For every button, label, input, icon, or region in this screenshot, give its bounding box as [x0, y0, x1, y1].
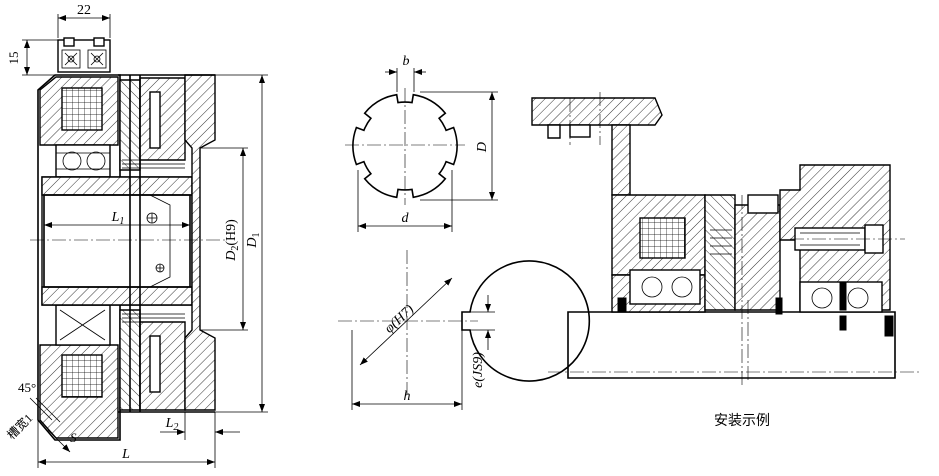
- coil-lower: [61, 354, 103, 398]
- dim-15-label: 15: [6, 52, 21, 65]
- dim-22-label: 22: [77, 3, 91, 18]
- hub-upper-wall: [41, 176, 193, 196]
- clutch-section-view: [30, 37, 225, 441]
- dim-L2-label: L2: [165, 416, 179, 433]
- bore-phi-label: φ(H7): [382, 302, 417, 337]
- install-coil: [639, 217, 686, 259]
- spline-profile: [352, 93, 458, 199]
- coil-upper: [61, 87, 103, 131]
- keyway-e-label: e(JS9): [471, 352, 486, 388]
- dimensions-left: 22 15 L1 D2(H9) D1 L2 L 45° 槽宽1: [4, 3, 268, 468]
- bore-profile: [461, 260, 591, 382]
- angle-45-label: 45°: [18, 380, 36, 395]
- install-armature: [704, 194, 736, 311]
- armature-lower: [139, 321, 186, 411]
- base-shaft: [567, 311, 896, 379]
- spline-section: b D d: [345, 54, 498, 232]
- groove-width-label: 槽宽1: [4, 410, 36, 442]
- terminal-block: [57, 37, 111, 73]
- bore-keyway-section: φ(H7) e(JS9) h: [338, 250, 591, 410]
- spline-b-label: b: [403, 54, 410, 69]
- dim-L1-label: L1: [111, 210, 125, 227]
- outer-flange: [184, 74, 216, 411]
- dim-L-label: L: [121, 447, 130, 462]
- installation-example: 安装示例: [531, 92, 920, 429]
- hub-lower-wall: [41, 286, 193, 306]
- install-bearing-left: [629, 269, 701, 305]
- bore-h-label: h: [404, 389, 411, 404]
- frame-bracket: [531, 97, 663, 126]
- installation-caption: 安装示例: [714, 413, 770, 429]
- dim-D2-label: D2(H9): [224, 219, 241, 262]
- bearing-upper: [55, 144, 111, 178]
- seal-lower: [55, 304, 111, 346]
- spline-D-label: D: [475, 142, 490, 153]
- dim-D1-label: D1: [245, 232, 262, 248]
- spline-d-label: d: [402, 211, 410, 226]
- dim-S-label: S: [70, 430, 77, 445]
- armature-upper: [139, 77, 186, 161]
- support-leg: [611, 124, 631, 196]
- hub-body: [41, 176, 193, 306]
- spring-lower: [122, 313, 185, 323]
- spring-upper: [122, 159, 185, 169]
